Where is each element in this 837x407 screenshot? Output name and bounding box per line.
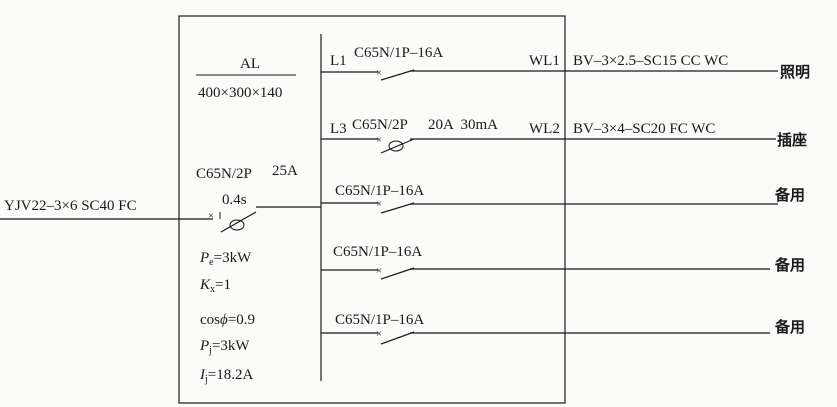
circuit-5-x-mark: × [376, 328, 382, 340]
circuit-3-contact [380, 202, 415, 214]
panel-dimensions: 400×300×140 [198, 85, 282, 101]
circuit-row-4: C65N/1P–16A × 备用 [321, 244, 805, 280]
circuit-2-rating: 20A 30mA [428, 117, 498, 133]
circuit-1-load: 照明 [780, 64, 810, 81]
circuit-4-x-mark: × [376, 265, 382, 277]
circuit-2-contact [380, 138, 415, 154]
circuit-5-contact [380, 331, 415, 345]
load-calc-pe: Pe=3kW [199, 250, 252, 268]
circuit-row-5: C65N/1P–16A × 备用 [321, 312, 805, 345]
circuit-1-breaker: C65N/1P–16A [354, 45, 443, 61]
circuit-2-x-mark: × [376, 134, 382, 146]
incoming-breaker-delay: 0.4s [222, 192, 247, 208]
panel-name: AL [240, 56, 260, 72]
panel-enclosure [178, 15, 566, 404]
circuit-2-wl: WL2 [529, 121, 560, 137]
incoming-cable-label: YJV22–3×6 SC40 FC [4, 198, 137, 214]
incoming-breaker: × [208, 206, 321, 233]
circuit-1-contact [380, 69, 415, 81]
circuit-row-2: L3 C65N/2P 20A 30mA × WL2 BV–3×4–SC20 FC… [321, 117, 807, 154]
incoming-breaker-x-mark: × [208, 210, 214, 222]
circuit-1-x-mark: × [376, 67, 382, 79]
load-calc-cos: cosϕ=0.9 [200, 312, 255, 328]
circuit-3-breaker: C65N/1P–16A [335, 183, 424, 199]
load-calc-kx: Kx=1 [199, 277, 231, 295]
circuit-5-breaker: C65N/1P–16A [335, 312, 424, 328]
circuit-row-1: L1 C65N/1P–16A × WL1 BV–3×2.5–SC15 CC WC… [321, 45, 810, 81]
circuit-1-wl: WL1 [529, 53, 560, 69]
circuit-1-cable: BV–3×2.5–SC15 CC WC [573, 53, 728, 69]
circuit-2-leakage-ring [388, 140, 404, 152]
circuit-2-load: 插座 [777, 131, 807, 149]
circuit-4-load: 备用 [774, 256, 805, 274]
incoming-breaker-rating: 25A [272, 163, 298, 179]
circuit-2-phase: L3 [330, 121, 347, 137]
load-calc-pj: Pj=3kW [199, 338, 250, 356]
circuit-row-3: C65N/1P–16A × 备用 [321, 183, 805, 214]
circuit-1-phase: L1 [330, 53, 347, 69]
circuit-3-x-mark: × [376, 198, 382, 210]
incoming-leakage-ring [229, 219, 245, 231]
circuit-4-contact [380, 267, 415, 280]
circuit-2-breaker: C65N/2P [352, 117, 408, 133]
circuit-3-load: 备用 [774, 186, 805, 204]
incoming-breaker-contact [220, 211, 257, 233]
circuit-2-cable: BV–3×4–SC20 FC WC [573, 121, 715, 137]
incoming-breaker-label: C65N/2P [196, 166, 252, 182]
circuit-5-load: 备用 [774, 318, 805, 336]
load-calc-ij: Ij=18.2A [199, 367, 253, 385]
circuit-4-breaker: C65N/1P–16A [333, 244, 422, 260]
